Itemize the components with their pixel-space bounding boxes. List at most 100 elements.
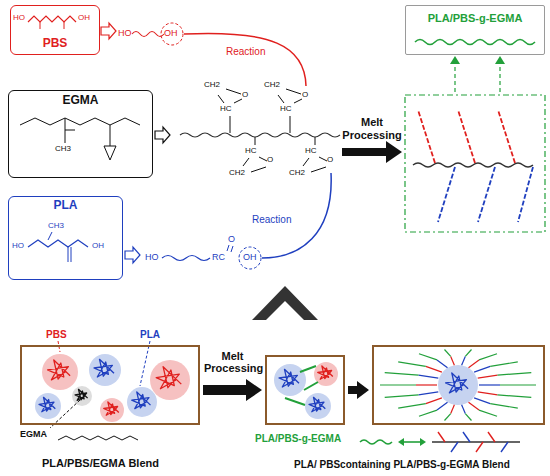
reaction-label: Reaction [226,46,265,58]
atom: CH3 [48,221,64,230]
atom: HO [118,28,132,38]
atom: O [302,90,308,99]
graft-ray [469,402,480,410]
chain-texture [39,397,55,411]
process-arrow [203,379,262,401]
atom: HC [280,104,292,113]
bond [68,247,69,262]
chain-texture [318,366,333,379]
graft-ray [474,366,490,372]
graft-ray [445,350,451,357]
atom: RC [212,252,225,262]
hydroxyl-circle [239,247,261,269]
graft-ray [462,356,466,365]
graft-ray [419,410,437,416]
pbs-structure [28,16,76,22]
graft-ray [426,366,442,372]
atom: CH2 [204,80,220,89]
blend-panel: PLA/ PBScontaining PLA/PBS-g-EGMA Blend [372,345,545,425]
atom: O [327,155,333,164]
polymer-name: PLA/PBS-g-EGMA [406,12,544,25]
graft-ray [437,402,448,410]
chain-texture [104,402,119,415]
graft-chains [418,110,533,222]
bond [65,130,75,131]
graft-ray [498,373,532,375]
graft-ray [398,362,426,367]
atom: HO [12,241,24,250]
atom: OH [78,13,90,22]
chain-texture [132,392,151,409]
structure-box: EGMA [8,90,153,178]
atom: O [242,90,248,99]
graft-ray [462,405,466,414]
blend-panel: PLA/PBS/EGMA Blend [20,345,200,425]
graft-ray [469,360,480,368]
chain-texture [309,397,325,411]
graft-ray [416,384,437,385]
atom: HO [13,13,25,22]
polymer-label: EGMA [20,429,47,439]
egma-structure [20,118,140,125]
compatibilized-domains [274,362,338,419]
structure-box: PLA/PBS-g-EGMA [405,5,545,55]
atom: OH [243,252,257,262]
block-arrow [342,141,402,163]
arrowhead [450,56,460,64]
arrowhead [495,56,505,64]
bond [40,22,41,29]
graft-ray [465,414,471,421]
blend-caption: PLA/PBS-g-EGMA [255,433,341,445]
chain-texture [279,369,299,387]
graft-ray [451,405,455,414]
atom: O [267,155,273,164]
polymer-label: PBS [46,329,67,341]
graft-ray [419,392,439,395]
graft-ray [380,384,416,385]
reaction-curve [184,33,306,86]
polymer-name: PBS [11,37,99,51]
polymer-name: EGMA [9,94,152,108]
atom: HO [145,252,159,262]
atom: O [228,234,235,244]
process-label: Melt Processing [204,350,261,375]
graft-ray [500,384,536,385]
arrowhead [420,438,426,446]
reaction-label: Reaction [252,214,291,226]
graft-ray [479,384,500,385]
egma-structure [58,436,138,440]
core [438,365,478,405]
grafted-chain [360,440,392,444]
graft-ray [474,398,490,404]
blend-domains [35,354,190,422]
graft-ray [426,398,442,404]
graft-ray [398,404,426,409]
hydroxyl-circle [161,23,183,45]
graft-ray [478,375,498,378]
graft-ray [385,395,419,397]
chain-texture [446,373,469,393]
epoxide [104,146,116,160]
graft-ray [479,354,497,360]
polymer-name: PLA [9,199,122,213]
atom: OH [164,28,178,38]
graft-ray [465,350,471,357]
blend-panel: PLA/PBS-g-EGMA [265,355,345,425]
chain-texture [94,359,114,377]
graft-ray [437,360,448,368]
hollow-arrow [125,247,140,263]
chevron-arrow [252,286,318,320]
graft-ray [490,404,518,409]
bond [71,247,72,262]
backbone [413,163,533,167]
chain-texture [48,360,71,380]
atom: CH2 [264,80,280,89]
graft-ray [478,392,498,395]
process-label: Melt Processing [340,116,404,141]
grafted-chain [415,40,535,45]
hollow-arrow [101,23,116,39]
process-arrow [348,381,369,399]
micelle [380,350,536,421]
